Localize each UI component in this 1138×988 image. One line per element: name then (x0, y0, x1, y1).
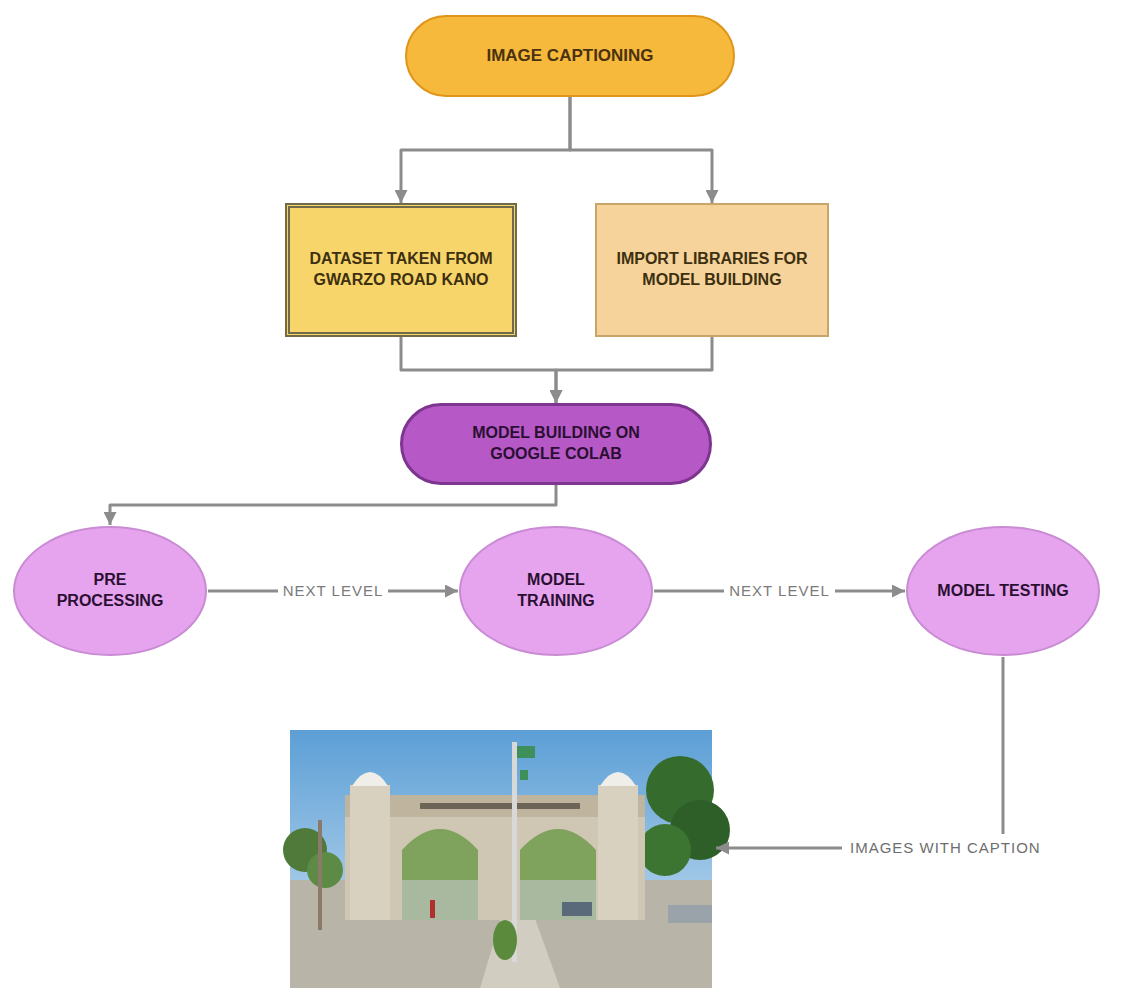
node-text: MODEL TRAINING (488, 570, 624, 612)
node-text: MODEL TESTING (937, 581, 1068, 602)
ellipse-outline (458, 525, 654, 657)
gate-photo (283, 730, 730, 988)
process-box: DATASET TAKEN FROM GWARZO ROAD KANO (285, 203, 517, 337)
edge-label: NEXT LEVEL (278, 582, 389, 600)
process-ellipse: PRE PROCESSING (12, 525, 208, 657)
node-text: IMAGE CAPTIONING (486, 45, 653, 67)
connector-arrow (401, 337, 556, 403)
node-text: DATASET TAKEN FROM GWARZO ROAD KANO (308, 249, 494, 291)
ellipse-outline (12, 525, 208, 657)
node-text: IMPORT LIBRARIES FOR MODEL BUILDING (615, 249, 809, 291)
connector-arrow (556, 337, 712, 403)
caption-label: IMAGES WITH CAPTION (848, 838, 1043, 858)
process-ellipse: MODEL TESTING (905, 525, 1101, 657)
connector-arrow (401, 97, 570, 203)
node-text: MODEL BUILDING ON GOOGLE COLAB (437, 423, 675, 465)
connector-arrow (110, 485, 556, 525)
leader-line (716, 657, 1003, 848)
process-box: IMPORT LIBRARIES FOR MODEL BUILDING (595, 203, 829, 337)
connector-arrow (570, 97, 712, 203)
start-terminal: IMAGE CAPTIONING (405, 15, 735, 97)
ellipse-shape (907, 527, 1099, 655)
process-terminal: MODEL BUILDING ON GOOGLE COLAB (400, 403, 712, 485)
edge-label: NEXT LEVEL (724, 582, 835, 600)
ellipse-shape (460, 527, 652, 655)
process-ellipse: MODEL TRAINING (458, 525, 654, 657)
node-text: PRE PROCESSING (42, 570, 178, 612)
ellipse-shape (14, 527, 206, 655)
